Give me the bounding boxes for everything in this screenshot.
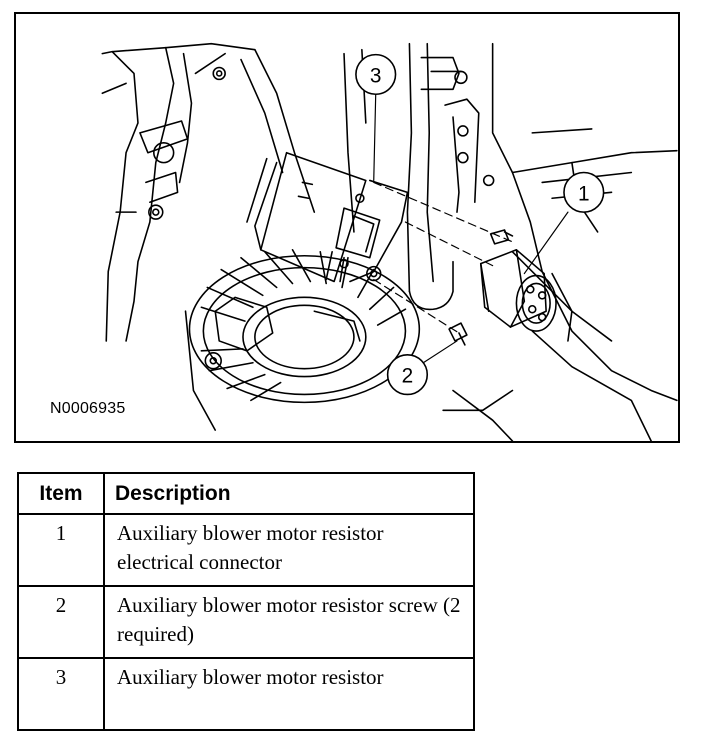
callout-label-1: 1 — [578, 182, 590, 205]
line-drawing: 3 1 2 — [101, 42, 678, 441]
callout-label-2: 2 — [402, 365, 414, 388]
legend-item-number: 3 — [17, 657, 105, 731]
callout-circle-1 — [563, 171, 605, 213]
figure-frame: 3 1 2 N0006935 — [14, 12, 680, 443]
legend-header-row: Item Description — [17, 472, 475, 515]
left-body-panel — [101, 42, 316, 342]
legend-row: 3 Auxiliary blower motor resistor — [17, 657, 475, 731]
legend-table: Item Description 1 Auxiliary blower moto… — [17, 472, 475, 731]
resistor-bracket — [246, 151, 409, 283]
legend-row: 2 Auxiliary blower motor resistor screw … — [17, 585, 475, 659]
callout-leaders — [373, 92, 569, 364]
callout-circle-3 — [355, 53, 397, 96]
item-column-header: Item — [17, 472, 105, 515]
legend-item-description: Auxiliary blower motor resistor screw (2… — [103, 585, 475, 659]
alignment-lines — [373, 181, 514, 334]
legend-item-number: 1 — [17, 513, 105, 587]
description-column-header: Description — [103, 472, 475, 515]
legend-item-description: Auxiliary blower motor resistor electric… — [103, 513, 475, 587]
resistor-connector — [479, 248, 573, 342]
resistor-screws — [448, 229, 514, 346]
callout-circle-2 — [386, 354, 429, 396]
right-body-panel — [442, 42, 678, 441]
blower-wheel — [184, 248, 421, 431]
callout-label-3: 3 — [370, 64, 382, 87]
legend-item-number: 2 — [17, 585, 105, 659]
figure-id-label: N0006935 — [50, 400, 126, 417]
callout-circles — [355, 53, 605, 396]
legend-row: 1 Auxiliary blower motor resistor electr… — [17, 513, 475, 587]
legend-item-description: Auxiliary blower motor resistor — [103, 657, 475, 731]
